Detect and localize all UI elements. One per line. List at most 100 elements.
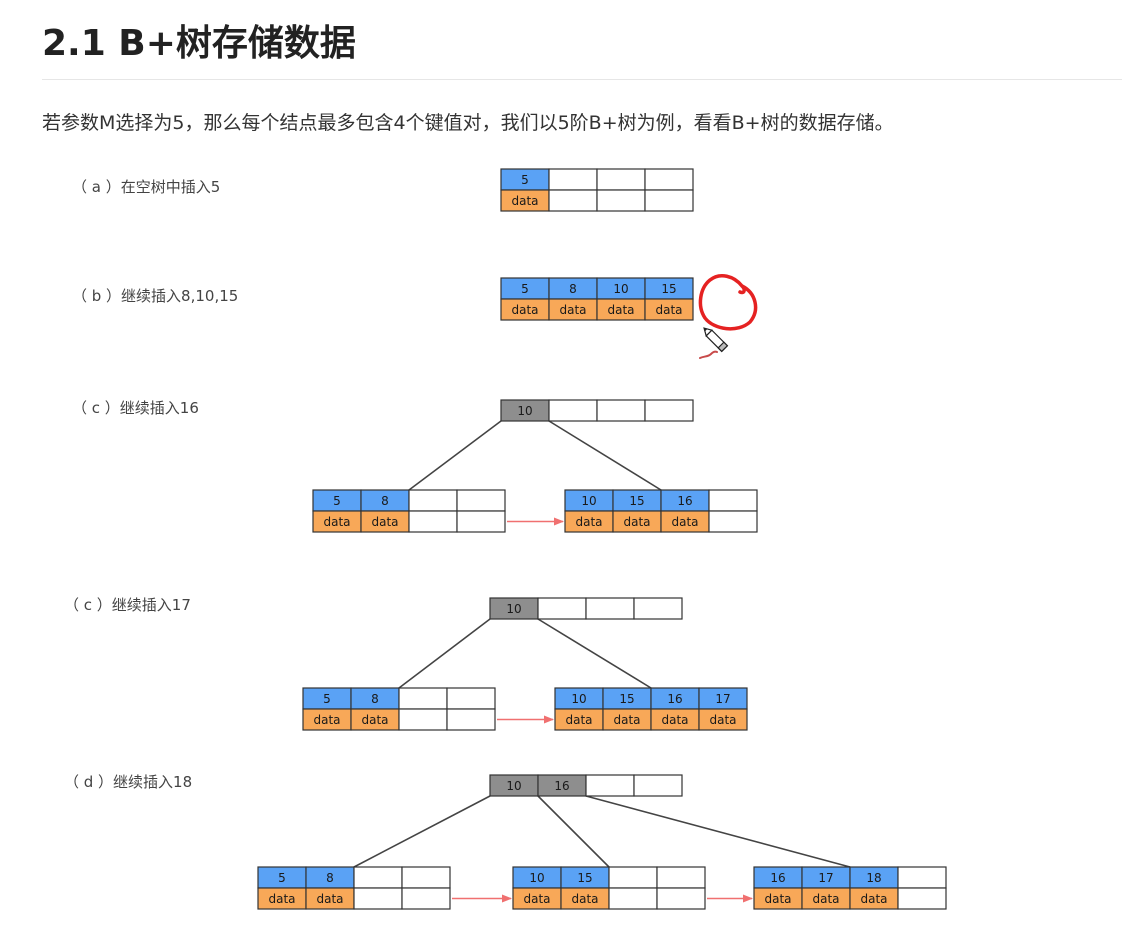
data-cell-text: data: [323, 515, 350, 529]
key-cell-text: 10: [571, 692, 586, 706]
pencil-cursor-icon: [703, 327, 729, 353]
empty-data-cell: [548, 189, 598, 212]
data-cell-text: data: [313, 713, 340, 727]
data-cell-text: data: [661, 713, 688, 727]
data-cell-text: data: [812, 892, 839, 906]
empty-data-cell: [401, 887, 451, 910]
empty-data-cell: [353, 887, 403, 910]
step-label-c-16: （ c ）继续插入16: [72, 399, 199, 417]
internal-key-cell-text: 10: [517, 404, 532, 418]
data-cell: data: [849, 887, 899, 910]
empty-data-cell: [644, 189, 694, 212]
key-cell-text: 15: [629, 494, 644, 508]
data-cell: data: [360, 510, 410, 533]
empty-data-cell: [456, 510, 506, 533]
data-cell-text: data: [371, 515, 398, 529]
empty-key-cell: [446, 687, 496, 710]
key-cell: 16: [660, 489, 710, 512]
key-cell: 5: [500, 168, 550, 191]
tree-edges: [353, 420, 851, 868]
internal-key-cell-text: 10: [506, 779, 521, 793]
key-cell: 15: [644, 277, 694, 300]
data-cell: data: [612, 510, 662, 533]
title-divider: [42, 79, 1122, 80]
tree-edge: [537, 618, 652, 689]
data-cell: data: [302, 708, 352, 731]
tree-edge: [353, 795, 491, 868]
data-cell-text: data: [268, 892, 295, 906]
empty-key-cell: [401, 866, 451, 889]
key-cell-text: 17: [715, 692, 730, 706]
empty-key-cell: [353, 866, 403, 889]
key-cell-text: 5: [323, 692, 331, 706]
internal-key-cell: 10: [489, 597, 539, 620]
empty-key-cell: [633, 774, 683, 797]
key-cell: 5: [257, 866, 307, 889]
empty-key-cell: [897, 866, 947, 889]
data-cell: data: [305, 887, 355, 910]
empty-data-cell: [897, 887, 947, 910]
step-label-d: （ d ）继续插入18: [64, 773, 193, 791]
key-cell: 5: [312, 489, 362, 512]
key-cell: 10: [596, 277, 646, 300]
step-label-c-17: （ c ）继续插入17: [64, 596, 191, 614]
key-cell-text: 8: [381, 494, 389, 508]
hand-drawn-circle-annotation: [698, 274, 758, 331]
internal-key-cell: 10: [489, 774, 539, 797]
data-cell-text: data: [559, 303, 586, 317]
empty-key-cell: [408, 489, 458, 512]
data-cell: data: [512, 887, 562, 910]
key-cell: 15: [560, 866, 610, 889]
key-cell: 18: [849, 866, 899, 889]
data-cell: data: [500, 189, 550, 212]
tree-edge: [408, 420, 502, 491]
root-node-step-3: 10: [489, 597, 683, 620]
root-node-step-0: 5 data: [500, 168, 694, 212]
empty-key-cell: [608, 866, 658, 889]
empty-data-cell: [708, 510, 758, 533]
data-cell: data: [548, 298, 598, 321]
key-cell-text: 5: [521, 173, 529, 187]
data-cell: data: [698, 708, 748, 731]
data-cell-text: data: [671, 515, 698, 529]
data-cell: data: [564, 510, 614, 533]
empty-data-cell: [596, 189, 646, 212]
key-cell-text: 16: [667, 692, 682, 706]
key-cell: 16: [650, 687, 700, 710]
internal-key-cell-text: 16: [554, 779, 569, 793]
data-cell-text: data: [613, 713, 640, 727]
empty-data-cell: [446, 708, 496, 731]
empty-key-cell: [656, 866, 706, 889]
empty-key-cell: [537, 597, 587, 620]
data-cell: data: [257, 887, 307, 910]
root-node-step-2: 10: [500, 399, 694, 422]
data-cell-text: data: [361, 713, 388, 727]
data-cell-text: data: [623, 515, 650, 529]
key-cell-text: 15: [577, 871, 592, 885]
key-cell: 8: [305, 866, 355, 889]
data-cell: data: [650, 708, 700, 731]
key-cell-text: 10: [529, 871, 544, 885]
internal-key-cell: 16: [537, 774, 587, 797]
tree-nodes: 5data5data8data10data15data105data8data1…: [257, 168, 947, 910]
data-cell: data: [560, 887, 610, 910]
empty-key-cell: [548, 399, 598, 422]
data-cell-text: data: [709, 713, 736, 727]
empty-key-cell: [708, 489, 758, 512]
data-cell-text: data: [860, 892, 887, 906]
data-cell-text: data: [764, 892, 791, 906]
key-cell: 17: [801, 866, 851, 889]
key-cell: 15: [602, 687, 652, 710]
empty-key-cell: [585, 597, 635, 620]
key-cell-text: 18: [866, 871, 881, 885]
empty-key-cell: [644, 399, 694, 422]
data-cell-text: data: [571, 892, 598, 906]
empty-data-cell: [408, 510, 458, 533]
leaf-links: [452, 517, 753, 903]
empty-data-cell: [608, 887, 658, 910]
data-cell: data: [350, 708, 400, 731]
